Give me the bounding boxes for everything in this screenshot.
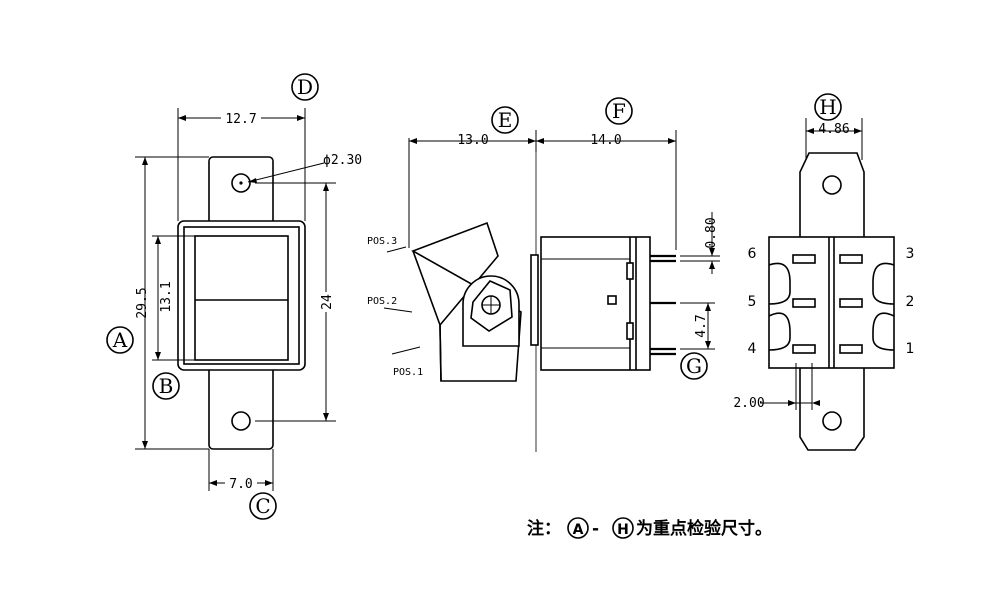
side-pivot-hex xyxy=(470,280,513,332)
dim-pin-pitch: 4.7 xyxy=(694,314,709,337)
terminal-top-hole xyxy=(822,175,842,195)
pin-num-3: 3 xyxy=(906,246,915,262)
inspection-note: 注： A - H 为重点检验尺寸。 xyxy=(527,517,772,539)
notch-left-upper xyxy=(768,262,791,305)
pin-slot-1 xyxy=(839,344,863,354)
dim-height-holes: 24 xyxy=(320,294,335,310)
dim-pin-spacing: 2.00 xyxy=(733,396,764,411)
dim-tab-width: 4.86 xyxy=(818,122,849,137)
note-prefix: 注： xyxy=(527,518,561,539)
terminal-bottom-tab xyxy=(799,368,865,451)
note-from: A xyxy=(573,522,584,538)
label-g: G xyxy=(686,354,702,378)
pin-slot-4 xyxy=(792,344,816,354)
terminal-view: 4.86 2.00 6 5 4 3 2 1 H xyxy=(733,93,915,451)
label-c-circle xyxy=(249,492,277,520)
terminal-housing xyxy=(768,236,895,369)
pin-num-4: 4 xyxy=(748,341,757,357)
front-housing-inner xyxy=(183,226,300,365)
label-e-circle xyxy=(491,106,519,134)
pin-slot-6 xyxy=(792,254,816,264)
pin-num-1: 1 xyxy=(906,341,915,357)
front-top-hole xyxy=(231,173,251,193)
terminal-top-tab xyxy=(799,152,865,237)
dim-pin-thick: 0.80 xyxy=(704,217,719,248)
label-b: B xyxy=(159,374,174,398)
note-suffix: 为重点检验尺寸。 xyxy=(636,518,772,539)
label-c: C xyxy=(255,494,270,518)
note-dash: - xyxy=(592,519,599,539)
label-a-circle xyxy=(106,326,134,354)
pin-slot-2 xyxy=(839,298,863,308)
dim-width-top: 12.7 xyxy=(225,112,256,127)
dim-width-bottom: 7.0 xyxy=(229,477,252,492)
notch-right-upper xyxy=(872,262,895,305)
side-body xyxy=(540,236,651,371)
front-rocker-face xyxy=(194,235,289,361)
note-to: H xyxy=(617,522,629,538)
side-view: 13.0 14.0 0.80 4.7 POS.3 POS.2 POS.1 E F xyxy=(367,97,720,452)
note-circle-h xyxy=(612,517,634,539)
pin-num-5: 5 xyxy=(748,294,757,310)
pin-num-6: 6 xyxy=(748,246,757,262)
dim-body-len: 14.0 xyxy=(590,133,621,148)
label-d: D xyxy=(297,75,313,99)
label-a: A xyxy=(112,328,128,352)
pos-3-label: POS.3 xyxy=(367,236,397,247)
label-b-circle xyxy=(152,372,180,400)
side-collar xyxy=(530,254,539,346)
note-circle-a xyxy=(567,517,589,539)
notch-left-lower xyxy=(768,312,791,351)
side-body-marker xyxy=(607,295,617,305)
terminal-bottom-hole xyxy=(822,411,842,431)
front-bottom-hole xyxy=(231,411,251,431)
pin-slot-3 xyxy=(839,254,863,264)
label-f: F xyxy=(612,99,626,123)
pos-1-label: POS.1 xyxy=(393,367,423,378)
label-e: E xyxy=(498,108,513,132)
label-h-circle xyxy=(814,93,842,121)
label-d-circle xyxy=(291,73,319,101)
front-housing xyxy=(177,220,306,371)
label-g-circle xyxy=(680,352,708,380)
dim-rocker-len: 13.0 xyxy=(457,133,488,148)
pos-2-label: POS.2 xyxy=(367,296,397,307)
dim-height-total: 29.5 xyxy=(135,287,150,318)
dim-hole-dia: ϕ2.30 xyxy=(323,153,362,168)
pin-slot-5 xyxy=(792,298,816,308)
label-f-circle xyxy=(605,97,633,125)
pin-num-2: 2 xyxy=(906,294,915,310)
notch-right-lower xyxy=(872,312,895,351)
front-view: 12.7 29.5 13.1 24 ϕ2.30 7.0 xyxy=(106,73,362,520)
label-h: H xyxy=(819,95,836,119)
dim-height-body: 13.1 xyxy=(159,281,174,312)
